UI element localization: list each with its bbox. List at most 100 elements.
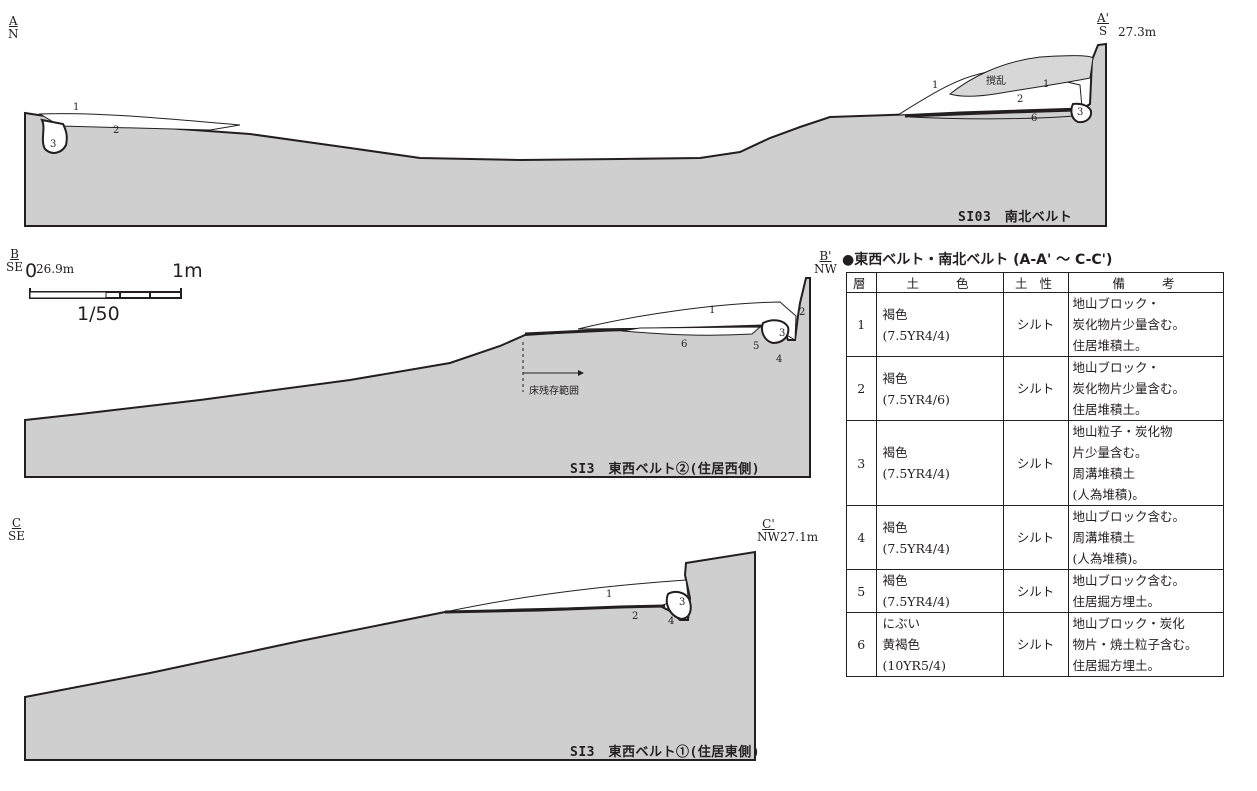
layer-number: 3 [679, 597, 686, 608]
note-line: 住居堆積土。 [1072, 402, 1148, 417]
layer-number: 3 [779, 328, 786, 339]
table-row: 2 褐色 (7.5YR4/6) シルト地山ブロック・炭化物片少量含む。住居堆積土。 [846, 356, 1224, 421]
note-line: 地山ブロック含む。 [1072, 509, 1186, 524]
layer-number: 5 [753, 341, 760, 352]
point-a: A N [8, 14, 19, 41]
color-name: 褐色 [882, 306, 908, 322]
scale-start: 0 [25, 260, 38, 282]
note-line: 地山ブロック・炭化 [1072, 616, 1185, 631]
layer-number: 2 [799, 307, 806, 318]
notes-cell: 地山ブロック・炭化物片・焼土粒子含む。住居掘方埋土。 [1067, 612, 1224, 677]
section-c-pit-3 [665, 590, 692, 621]
note-line: 周溝堆積土 [1072, 530, 1136, 545]
texture-cell: シルト [1002, 420, 1069, 506]
table-header-row: 層 土 色 土 性 備 考 [846, 272, 1224, 293]
point-a-prime: A' S [1097, 11, 1109, 38]
color-cell: 褐色(7.5YR4/4) [875, 292, 1004, 357]
section-c-floor [444, 604, 666, 614]
color-name: 褐色 [882, 519, 908, 535]
section-b-layer-6 [621, 326, 762, 336]
layer-number: 1 [606, 589, 613, 600]
elevation-a: 27.3m [1118, 25, 1157, 39]
color-name: 褐色 [882, 370, 908, 386]
disturbed-label: 撹乱 [986, 76, 1006, 87]
color-name: 褐色 [882, 573, 908, 588]
point-b-prime: B' NW [814, 249, 837, 276]
layer-number: 3 [1077, 107, 1084, 118]
table-row: 3 褐色 (7.5YR4/4) シルト地山粒子・炭化物片少量含む。周溝堆積土(人為堆積… [846, 420, 1224, 506]
layer-cell: 1 [846, 292, 877, 357]
layer-cell: 6 [846, 612, 877, 677]
layer-number: 3 [50, 139, 57, 150]
layer-number: 2 [113, 125, 120, 136]
layer-cell: 2 [846, 356, 877, 421]
section-a-pit-3-left [40, 118, 68, 154]
notes-cell: 地山粒子・炭化物片少量含む。周溝堆積土(人為堆積)。 [1067, 420, 1224, 506]
note-line: (人為堆積)。 [1072, 487, 1145, 502]
color-name: にぶい 黄褐色 [882, 616, 921, 652]
layer-number: 6 [681, 339, 688, 350]
layer-number: 1 [1043, 79, 1050, 90]
color-code: (7.5YR4/4) [882, 540, 950, 556]
texture-cell: シルト [1002, 505, 1069, 570]
section-a-disturbed [948, 55, 1094, 97]
header-color: 土 色 [875, 272, 1004, 293]
arrow-head-icon [578, 370, 584, 376]
note-line: 炭化物片少量含む。 [1072, 381, 1186, 396]
color-cell: 褐色 (7.5YR4/4) [875, 505, 1004, 570]
caption-section-a: SI03 南北ベルト [958, 210, 1073, 225]
section-b-pit-3 [761, 319, 790, 345]
point-c-prime: C' NW [757, 517, 780, 544]
note-line: (人為堆積)。 [1072, 551, 1145, 566]
notes-cell: 地山ブロック・炭化物片少量含む。住居堆積土。 [1067, 292, 1224, 357]
floor-range-label: 床残存範囲 [529, 386, 579, 397]
color-name: 褐色 [882, 445, 908, 460]
section-a-floor-line [904, 108, 1076, 118]
color-cell: 褐色 (7.5YR4/4) [875, 569, 1004, 613]
layer-number: 2 [632, 611, 639, 622]
layer-cell: 3 [846, 420, 877, 506]
layer-number: 6 [1031, 113, 1038, 124]
header-layer: 層 [846, 272, 877, 293]
layer-cell: 5 [846, 569, 877, 613]
table-title: ●東西ベルト・南北ベルト (A-A' ～ C-C') [842, 252, 1113, 268]
elevation-c: 27.1m [780, 530, 819, 544]
color-code: (7.5YR4/4) [882, 466, 950, 481]
color-code: (7.5YR4/6) [882, 391, 950, 407]
layer-number: 1 [709, 305, 716, 316]
note-line: 住居掘方埋土。 [1072, 658, 1161, 673]
color-cell: にぶい 黄褐色 (10YR5/4) [875, 612, 1004, 677]
note-line: 地山ブロック・ [1072, 296, 1160, 311]
notes-cell: 地山ブロック・炭化物片少量含む。住居堆積土。 [1067, 356, 1224, 421]
color-code: (7.5YR4/4) [882, 594, 950, 609]
elevation-b: 26.9m [36, 262, 75, 276]
section-b-ground [24, 277, 811, 478]
point-b: B SE [6, 247, 23, 274]
texture-cell: シルト [1002, 612, 1069, 677]
note-line: 地山ブロック・ [1072, 360, 1160, 375]
texture-cell: シルト [1002, 292, 1069, 357]
section-a-layer-6 [909, 115, 1074, 120]
section-c-layer-1 [444, 579, 689, 613]
scale-ratio: 1/50 [77, 303, 120, 325]
texture-cell: シルト [1002, 569, 1069, 613]
section-a-pit-3-right [1070, 102, 1093, 124]
layer-number: 1 [73, 102, 80, 113]
texture-cell: シルト [1002, 356, 1069, 421]
layer-number: 4 [776, 354, 783, 365]
color-code: (10YR5/4) [882, 658, 946, 673]
scale-end: 1m [172, 260, 203, 282]
section-a-layer-2 [38, 113, 241, 131]
layer-number: 2 [1017, 94, 1024, 105]
section-b-layer-1 [577, 301, 797, 341]
caption-section-c: SI3 東西ベルト①(住居東側) [570, 745, 761, 760]
notes-cell: 地山ブロック含む。周溝堆積土 (人為堆積)。 [1067, 505, 1224, 570]
note-line: 地山粒子・炭化物 [1072, 424, 1173, 439]
section-c-ground [24, 550, 756, 761]
note-line: 住居堆積土。 [1072, 338, 1148, 353]
